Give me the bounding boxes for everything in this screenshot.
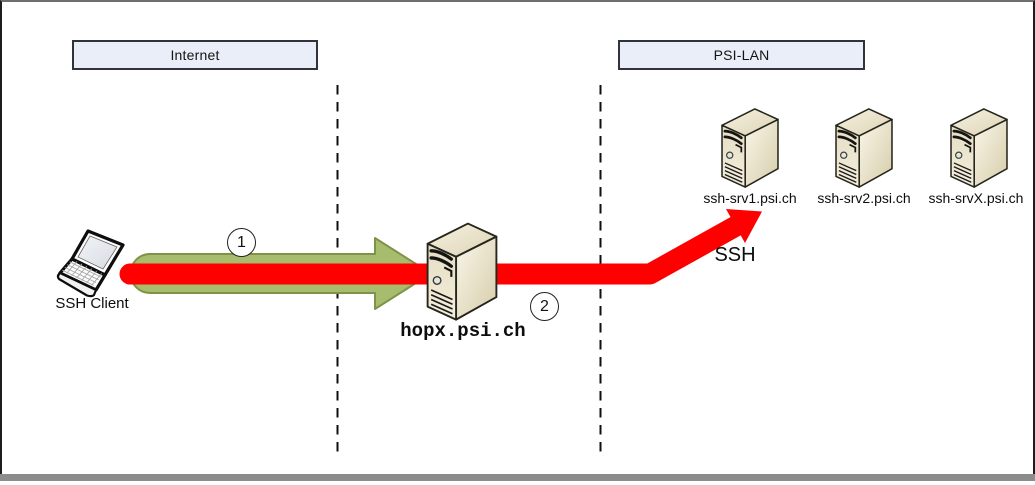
hop-server-label: hopx.psi.ch — [400, 320, 526, 342]
server-icon-srv2 — [833, 106, 895, 189]
zone-box-psi-lan: PSI-LAN — [618, 40, 865, 70]
ssh-arrow-head — [726, 209, 762, 243]
step-1-badge: 1 — [227, 228, 256, 257]
server-label-srv2: ssh-srv2.psi.ch — [817, 190, 911, 206]
zone-label-internet: Internet — [170, 47, 220, 63]
ssh-client-label: SSH Client — [55, 295, 129, 312]
server-icon-srv1 — [719, 106, 781, 189]
step-2-badge: 2 — [530, 292, 559, 321]
laptop-icon — [52, 228, 132, 298]
window-frame — [0, 0, 1035, 474]
server-icon-srvX — [948, 106, 1010, 189]
bottom-bar — [0, 474, 1035, 481]
zone-label-psi-lan: PSI-LAN — [713, 47, 770, 63]
ssh-protocol-label: SSH — [714, 244, 756, 266]
server-label-srvX: ssh-srvX.psi.ch — [928, 190, 1024, 206]
ssh-arrow-line — [119, 215, 747, 285]
server-label-srv1: ssh-srv1.psi.ch — [703, 190, 797, 206]
hop-server-icon — [424, 220, 500, 322]
step-2-number: 2 — [540, 297, 549, 315]
step-1-number: 1 — [237, 233, 246, 251]
zone-box-internet: Internet — [72, 40, 318, 70]
